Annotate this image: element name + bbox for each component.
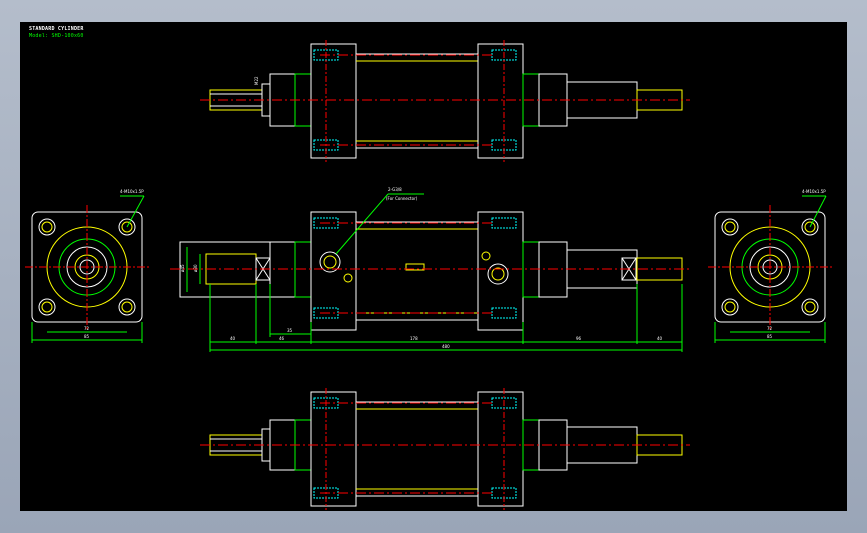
right-end-view: 4-M10x1.5P 72 85 bbox=[708, 189, 833, 343]
dim-35: 35 bbox=[287, 328, 293, 333]
right-dim-72: 72 bbox=[767, 326, 773, 331]
port-left[interactable] bbox=[319, 251, 341, 273]
port-callout: 2-G3/8 bbox=[388, 187, 402, 192]
dim-46: 46 bbox=[279, 336, 285, 341]
dim-thread-top: M22 bbox=[254, 76, 259, 85]
bottom-tube bbox=[355, 401, 479, 497]
middle-view: 2-G3/8 (For Connector) ø45 ø30 bbox=[170, 187, 690, 352]
top-tube bbox=[355, 53, 479, 149]
dim-phi30: ø30 bbox=[193, 264, 198, 272]
left-bolt-callout: 4-M10x1.5P bbox=[120, 189, 144, 194]
right-dim-85: 85 bbox=[767, 334, 773, 339]
left-dim-85: 85 bbox=[84, 334, 90, 339]
bottom-head-left bbox=[310, 391, 357, 507]
top-head-left bbox=[310, 43, 357, 159]
port-callout-sub: (For Connector) bbox=[386, 196, 418, 201]
bottom-view bbox=[200, 388, 690, 510]
port-right[interactable] bbox=[487, 263, 509, 285]
drawing-title: STANDARD CYLINDER bbox=[29, 26, 84, 32]
right-bolt-callout: 4-M10x1.5P bbox=[802, 189, 826, 194]
mid-tube bbox=[355, 221, 479, 321]
drawing-model: Model: SHD-100x60 bbox=[29, 33, 84, 39]
left-dim-72: 72 bbox=[84, 326, 90, 331]
dim-480: 480 bbox=[442, 344, 450, 349]
dim-phi45: ø45 bbox=[180, 264, 185, 272]
nameplate bbox=[405, 263, 425, 271]
dim-40a: 40 bbox=[230, 336, 236, 341]
cylinder-drawing: M22 bbox=[25, 40, 833, 510]
dim-40b: 40 bbox=[657, 336, 663, 341]
left-end-view: 4-M10x1.5P 72 85 bbox=[25, 189, 150, 343]
dim-96: 96 bbox=[576, 336, 582, 341]
top-view: M22 bbox=[200, 40, 690, 162]
dim-178: 178 bbox=[410, 336, 418, 341]
cad-canvas[interactable]: STANDARD CYLINDER Model: SHD-100x60 bbox=[20, 22, 847, 511]
